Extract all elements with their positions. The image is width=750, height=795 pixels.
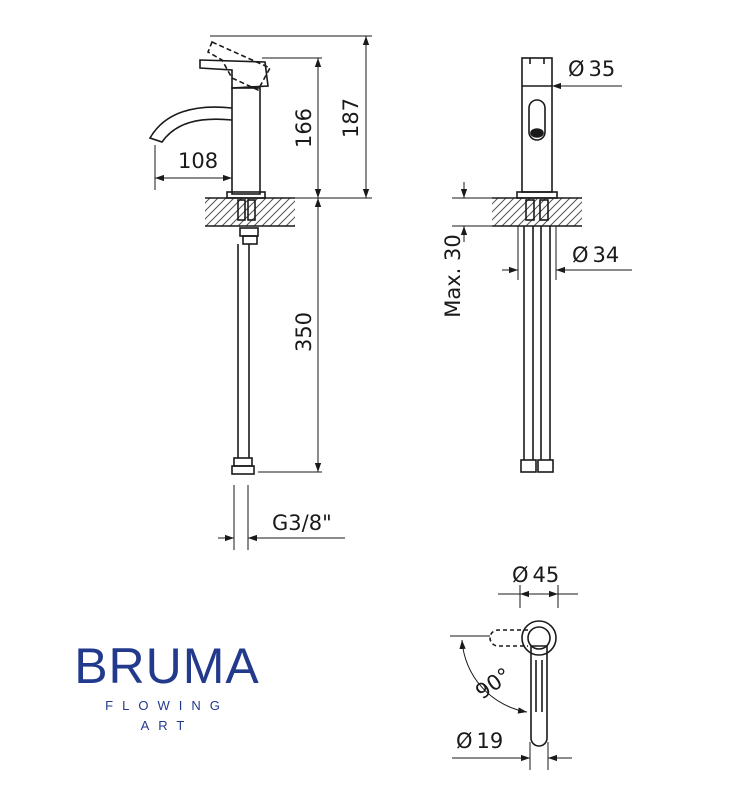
- brand-name: BRUMA: [74, 638, 260, 694]
- front-view: [452, 57, 632, 473]
- top-lever-open: [489, 629, 528, 647]
- label-spout-reach: 108: [178, 149, 218, 173]
- top-view: [450, 585, 578, 770]
- countertop-left: [205, 198, 295, 226]
- label-total-height: 187: [339, 98, 363, 138]
- top-lever: [530, 645, 548, 747]
- diameter-symbol: Ø: [568, 57, 585, 81]
- label-thread: G3/8": [272, 511, 332, 535]
- spout-slot: [528, 99, 546, 141]
- brand-tagline-2: ART: [140, 718, 194, 733]
- label-spout-height: 166: [292, 108, 316, 148]
- top-body-circle: [521, 620, 557, 656]
- dim-arc-lever-angle: [459, 639, 528, 714]
- label-lever-angle: 90°: [471, 663, 515, 704]
- diameter-symbol: Ø: [456, 729, 473, 753]
- brand-tagline-1: FLOWING: [105, 698, 229, 713]
- lever-handle: [199, 59, 269, 89]
- hole-diameter-value: 34: [593, 243, 620, 267]
- faucet-body: [231, 87, 261, 195]
- lever-handle-open: [206, 40, 272, 92]
- spout: [148, 106, 233, 143]
- front-body: [521, 57, 553, 193]
- side-view: [148, 35, 372, 550]
- top-diameter-value: 45: [533, 563, 560, 587]
- diameter-symbol: Ø: [572, 243, 589, 267]
- lever-diameter-value: 19: [477, 729, 504, 753]
- diameter-symbol: Ø: [512, 563, 529, 587]
- label-max-thickness: Max. 30: [441, 234, 465, 318]
- brand-logo: BRUMA FLOWING ART: [62, 636, 272, 736]
- countertop-right: [492, 198, 582, 226]
- body-diameter-value: 35: [589, 57, 616, 81]
- label-hose-length: 350: [292, 312, 316, 352]
